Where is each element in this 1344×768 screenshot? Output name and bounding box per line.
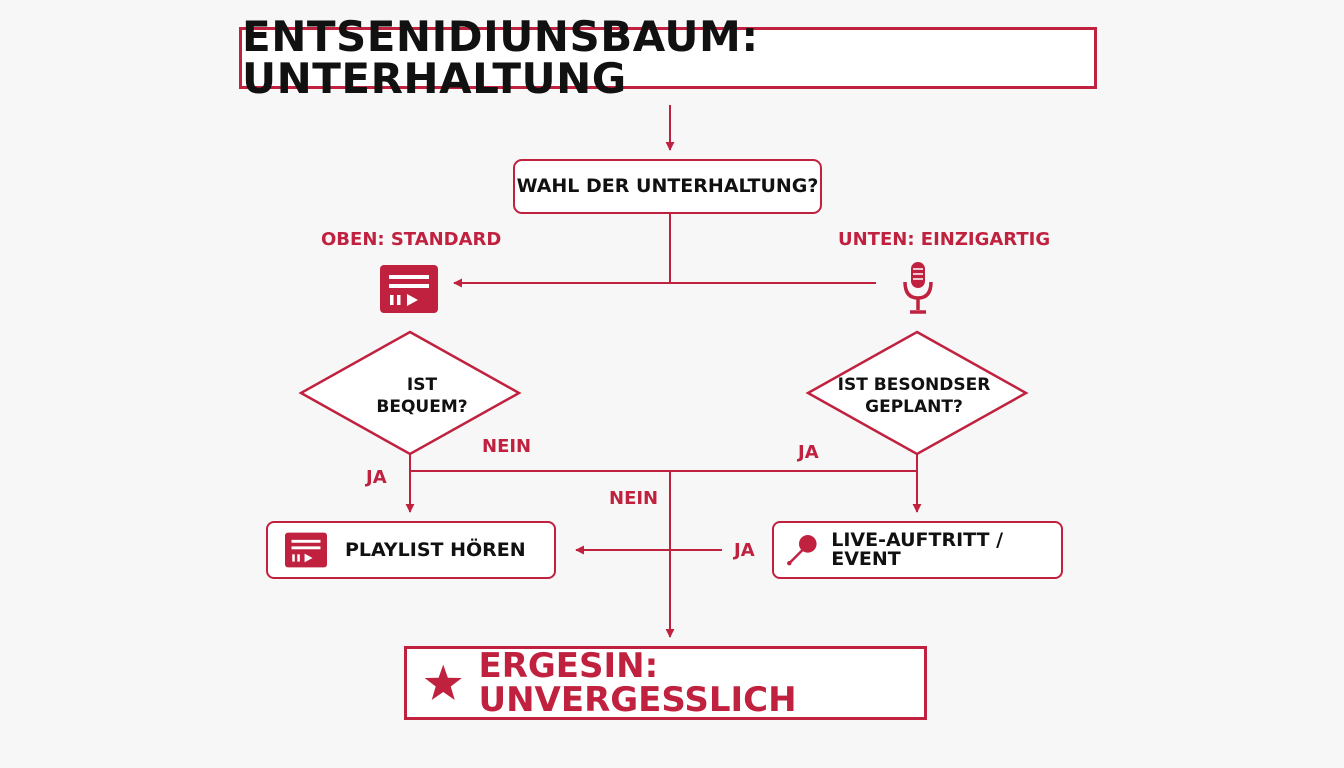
decision-text-left: IST BEQUEM?: [376, 374, 467, 418]
final-result-text: ERGESIN: UNVERGESSLICH: [478, 646, 797, 720]
edge-label-left-yes: JA: [366, 467, 387, 488]
final-result-box: ERGESIN: UNVERGESSLICH: [404, 646, 927, 720]
edge-label-left-no: NEIN: [482, 436, 532, 457]
microphone-icon: [787, 535, 817, 566]
branch-label-left: OBEN: STANDARD: [321, 229, 502, 250]
edge-label-center-no: NEIN: [609, 488, 659, 509]
question-text: WAHL DER UNTERHALTUNG?: [516, 175, 819, 197]
decision-left-line2: BEQUEM?: [376, 397, 468, 417]
result-box-left: PLAYLIST HÖREN: [266, 521, 556, 579]
title-box: ENTSENIDIUNSBAUM: UNTERHALTUNG: [239, 16, 1097, 100]
decision-right-line2: GEPLANT?: [865, 397, 963, 417]
edge-label-right-yes: JA: [798, 442, 819, 463]
decision-left-line1: IST: [406, 374, 438, 395]
playlist-icon: [285, 532, 327, 568]
playlist-icon: [380, 265, 438, 313]
result-text-left: PLAYLIST HÖREN: [345, 538, 526, 561]
branch-label-right: UNTEN: EINZIGARTIG: [838, 229, 1051, 250]
star-icon: [424, 664, 462, 700]
question-box: WAHL DER UNTERHALTUNG?: [513, 159, 822, 214]
decision-right-line1: IST BESONDSER: [837, 374, 991, 395]
decision-text-right: IST BESONDSER GEPLANT?: [838, 374, 991, 418]
microphone-icon: [903, 262, 933, 314]
result-text-right: LIVE-AUFTRITT / EVENT: [831, 529, 1004, 570]
result-box-right: LIVE-AUFTRITT / EVENT: [772, 521, 1063, 579]
edge-label-mid-yes: JA: [734, 540, 755, 561]
diagram-title: ENTSENIDIUNSBAUM: UNTERHALTUNG: [242, 12, 759, 103]
